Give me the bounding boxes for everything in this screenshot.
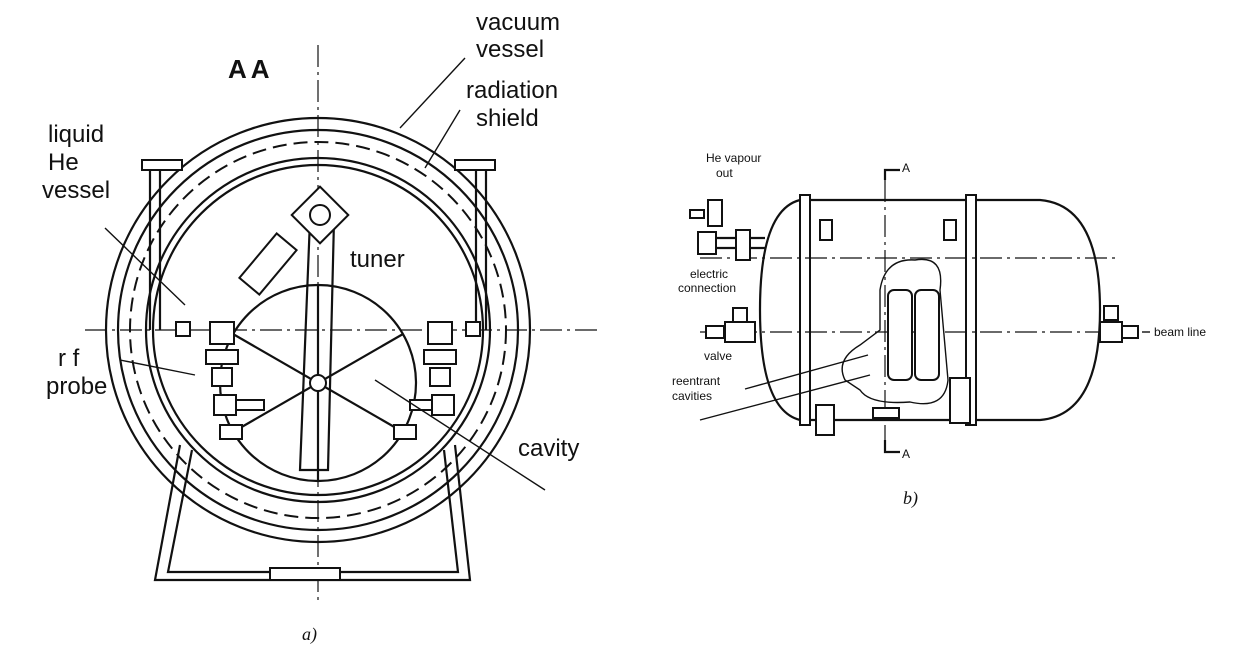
support-frame-inner xyxy=(166,449,460,574)
caption-a: a) xyxy=(302,624,317,645)
reentrant-cavity-2 xyxy=(914,289,940,381)
right-valve-stem xyxy=(1103,305,1119,321)
foot-right xyxy=(393,424,417,440)
top-nozzle-1 xyxy=(819,219,833,241)
top-nozzle-2 xyxy=(943,219,957,241)
rf-probe-left xyxy=(205,321,265,416)
tuner-pivot xyxy=(309,204,331,226)
hanger-left-block xyxy=(175,321,191,337)
hanger-left-cap xyxy=(141,159,183,171)
radiation-shield-label-2: shield xyxy=(476,105,539,132)
beam-line-label: beam line xyxy=(1154,325,1206,339)
left-valve-port xyxy=(705,325,725,339)
valve-handle-top xyxy=(689,209,705,219)
section-marker-top xyxy=(883,168,900,180)
hanger-left-rod xyxy=(148,170,162,330)
flange-left xyxy=(799,194,811,426)
he-vapour-valve xyxy=(707,199,723,227)
right-valve-body xyxy=(1099,321,1123,343)
reentrant-label-1: reentrant xyxy=(672,374,721,388)
electric-label-2: connection xyxy=(678,281,736,295)
radiation-shield-label-1: radiation xyxy=(466,77,558,104)
bottom-support-right xyxy=(949,377,971,424)
tank-body xyxy=(758,198,1102,422)
reentrant-cavity-1 xyxy=(887,289,913,381)
right-valve-port xyxy=(1121,325,1139,339)
bottom-port xyxy=(872,407,900,419)
section-marker-bottom xyxy=(883,440,900,454)
rf-probe-label-2: probe xyxy=(46,373,107,400)
vacuum-vessel-outer xyxy=(104,116,532,544)
rf-probe-right xyxy=(409,321,457,416)
figure-a-cross-section: AA vacuum vessel radiation shield liquid… xyxy=(42,9,600,645)
hanger-right-block xyxy=(465,321,481,337)
base-pad xyxy=(269,567,341,581)
cavity-label: cavity xyxy=(518,435,579,462)
vacuum-vessel-label-1: vacuum xyxy=(476,9,560,36)
reentrant-label-2: cavities xyxy=(672,389,712,403)
rf-probe-label-1: r f xyxy=(58,345,80,372)
section-a-bottom-label: A xyxy=(902,447,910,461)
electric-label-1: electric xyxy=(690,267,728,281)
vacuum-vessel-label-2: vessel xyxy=(476,36,544,63)
leader-lines-a xyxy=(104,57,546,491)
caption-b: b) xyxy=(903,488,918,509)
hanger-right-cap xyxy=(454,159,496,171)
radiation-shield xyxy=(129,141,507,519)
left-valve-body xyxy=(724,321,756,343)
cutaway-region xyxy=(841,258,949,405)
foot-left xyxy=(219,424,243,440)
liquid-he-label-2: He xyxy=(48,149,79,176)
liquid-he-vessel-outer xyxy=(144,156,492,504)
he-vapour-label-2: out xyxy=(716,166,733,180)
pipe-fitting xyxy=(735,229,751,261)
liquid-he-label-3: vessel xyxy=(42,177,110,204)
he-vapour-flange xyxy=(697,231,717,255)
tuner-label: tuner xyxy=(350,246,405,273)
bottom-support-left xyxy=(815,404,835,436)
he-vapour-label-1: He vapour xyxy=(706,151,761,165)
section-a-top-label: A xyxy=(902,161,910,175)
flange-right xyxy=(965,194,977,426)
figure-b-side-view: He vapour out electric connection valve … xyxy=(672,151,1206,509)
tuner-motor xyxy=(237,232,299,296)
hanger-right-rod xyxy=(474,170,488,330)
leader-lines-b xyxy=(699,331,1150,421)
liquid-he-vessel-inner xyxy=(151,163,485,497)
liquid-he-label-1: liquid xyxy=(48,121,104,148)
vacuum-vessel-inner xyxy=(116,128,520,532)
section-aa-label: AA xyxy=(228,54,274,84)
valve-label: valve xyxy=(704,349,732,363)
cavity-hub xyxy=(309,374,327,392)
left-valve-stem xyxy=(732,307,748,323)
